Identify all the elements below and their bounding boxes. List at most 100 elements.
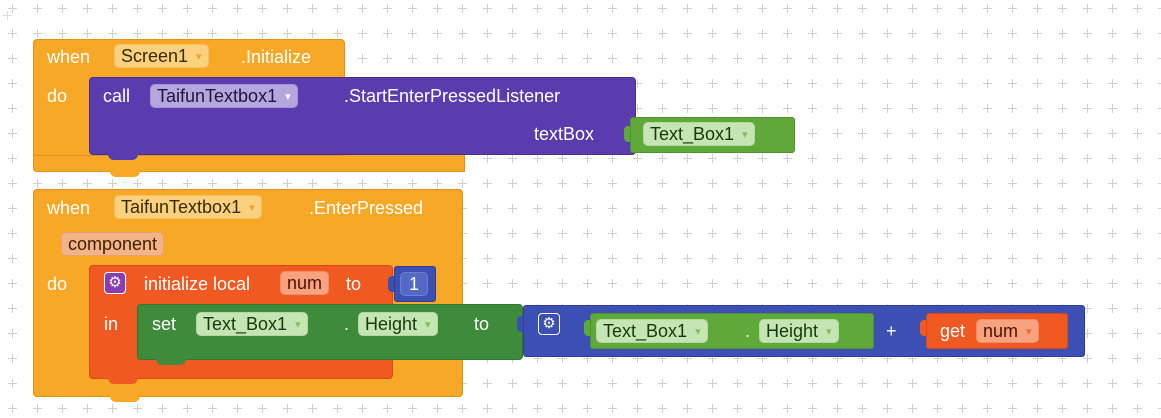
socket-tab xyxy=(920,320,927,336)
grid-plus-mark xyxy=(1033,29,1042,38)
grid-plus-mark xyxy=(233,179,242,188)
grid-plus-mark xyxy=(1033,129,1042,138)
grid-plus-mark xyxy=(658,154,667,163)
grid-plus-mark xyxy=(583,404,592,413)
grid-plus-mark xyxy=(1158,179,1161,188)
grid-plus-mark xyxy=(683,29,692,38)
grid-plus-mark xyxy=(633,404,642,413)
grid-plus-mark xyxy=(108,4,117,13)
grid-plus-mark xyxy=(508,379,517,388)
grid-plus-mark xyxy=(558,404,567,413)
initialize-local-label: initialize local xyxy=(144,274,251,294)
grid-plus-mark xyxy=(833,104,842,113)
grid-plus-mark xyxy=(983,79,992,88)
text-box1-dropdown[interactable]: Text_Box1▾ xyxy=(643,122,755,146)
grid-plus-mark xyxy=(558,254,567,263)
grid-plus-mark xyxy=(808,154,817,163)
grid-plus-mark xyxy=(1008,204,1017,213)
grid-plus-mark xyxy=(908,54,917,63)
grid-plus-mark xyxy=(983,229,992,238)
grid-plus-mark xyxy=(508,254,517,263)
grid-plus-mark xyxy=(783,404,792,413)
grid-plus-mark xyxy=(408,179,417,188)
grid-plus-mark xyxy=(658,254,667,263)
grid-plus-mark xyxy=(1008,404,1017,413)
grid-plus-mark xyxy=(583,4,592,13)
grid-plus-mark xyxy=(58,404,67,413)
grid-plus-mark xyxy=(458,179,467,188)
grid-plus-mark xyxy=(1158,329,1161,338)
grid-plus-mark xyxy=(808,229,817,238)
grid-plus-mark xyxy=(633,204,642,213)
socket-tab xyxy=(624,126,631,142)
grid-plus-mark xyxy=(783,79,792,88)
getter-component-dropdown[interactable]: Text_Box1▾ xyxy=(596,319,708,343)
getter-property-dropdown[interactable]: Height▾ xyxy=(759,319,839,343)
grid-plus-mark xyxy=(983,354,992,363)
grid-plus-mark xyxy=(308,4,317,13)
grid-plus-mark xyxy=(483,254,492,263)
grid-plus-mark xyxy=(58,4,67,13)
grid-plus-mark xyxy=(58,29,67,38)
grid-plus-mark xyxy=(533,229,542,238)
grid-plus-mark xyxy=(258,4,267,13)
grid-plus-mark xyxy=(58,179,67,188)
getter-dot-label: . xyxy=(745,321,751,341)
math-mutator-gear-icon[interactable]: ⚙ xyxy=(538,313,560,335)
grid-plus-mark xyxy=(1083,104,1092,113)
grid-plus-mark xyxy=(1133,154,1142,163)
grid-plus-mark xyxy=(858,204,867,213)
number-field[interactable]: 1 xyxy=(400,272,428,296)
grid-plus-mark xyxy=(683,79,692,88)
grid-plus-mark xyxy=(708,79,717,88)
grid-plus-mark xyxy=(1133,104,1142,113)
grid-plus-mark xyxy=(808,279,817,288)
grid-plus-mark xyxy=(658,229,667,238)
grid-plus-mark xyxy=(733,279,742,288)
grid-plus-mark xyxy=(608,154,617,163)
grid-plus-mark xyxy=(1033,254,1042,263)
grid-plus-mark xyxy=(8,404,17,413)
local-var-name-field[interactable]: num xyxy=(280,271,330,295)
grid-plus-mark xyxy=(833,379,842,388)
grid-plus-mark xyxy=(758,4,767,13)
grid-plus-mark xyxy=(258,29,267,38)
grid-plus-mark xyxy=(283,29,292,38)
grid-plus-mark xyxy=(258,179,267,188)
taifun-textbox-event-dropdown[interactable]: TaifunTextbox1▾ xyxy=(114,195,262,219)
get-var-dropdown[interactable]: num▾ xyxy=(976,319,1039,343)
grid-plus-mark xyxy=(808,404,817,413)
grid-plus-mark xyxy=(1008,229,1017,238)
grid-plus-mark xyxy=(308,404,317,413)
grid-plus-mark xyxy=(458,29,467,38)
grid-plus-mark xyxy=(808,354,817,363)
set-property-dropdown[interactable]: Height▾ xyxy=(358,312,438,336)
set-component-dropdown[interactable]: Text_Box1▾ xyxy=(196,312,308,336)
set-text-box1-height-block[interactable] xyxy=(137,304,523,360)
grid-plus-mark xyxy=(808,179,817,188)
screen1-dropdown[interactable]: Screen1▾ xyxy=(114,44,209,68)
mutator-gear-icon[interactable]: ⚙ xyxy=(104,272,126,294)
event-notch xyxy=(110,171,140,177)
local-var-name: num xyxy=(287,273,323,293)
taifun-textbox-dropdown[interactable]: TaifunTextbox1▾ xyxy=(150,84,298,108)
grid-plus-mark xyxy=(8,4,17,13)
grid-plus-mark xyxy=(1158,404,1161,413)
grid-plus-mark xyxy=(633,79,642,88)
grid-plus-mark xyxy=(608,404,617,413)
grid-plus-mark xyxy=(783,254,792,263)
grid-plus-mark xyxy=(708,204,717,213)
grid-plus-mark xyxy=(633,29,642,38)
grid-plus-mark xyxy=(958,154,967,163)
grid-plus-mark xyxy=(483,4,492,13)
grid-plus-mark xyxy=(758,154,767,163)
grid-plus-mark xyxy=(8,79,17,88)
component-parameter[interactable]: component xyxy=(61,232,165,256)
grid-plus-mark xyxy=(658,179,667,188)
grid-plus-mark xyxy=(658,379,667,388)
grid-plus-mark xyxy=(208,4,217,13)
grid-plus-mark xyxy=(1083,404,1092,413)
grid-plus-mark xyxy=(333,4,342,13)
grid-plus-mark xyxy=(858,404,867,413)
grid-plus-mark xyxy=(1133,329,1142,338)
